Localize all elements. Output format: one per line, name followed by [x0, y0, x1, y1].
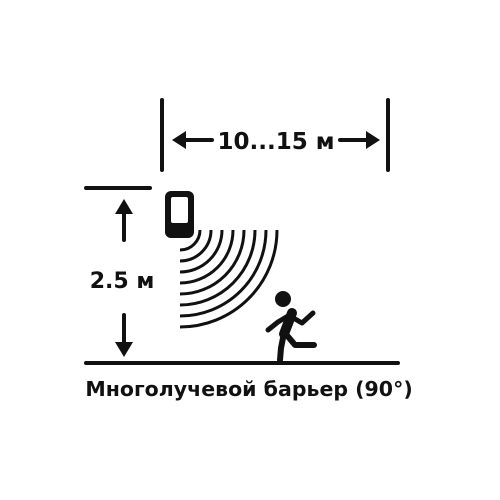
- height-arrowhead-down: [115, 342, 133, 357]
- beam-arcs-icon: [179, 229, 279, 329]
- beam-arc: [179, 229, 268, 318]
- height-indicator: [84, 186, 152, 346]
- height-arrowhead-up: [115, 199, 133, 214]
- beam-arc: [179, 229, 257, 307]
- beam-arc: [179, 229, 202, 252]
- diagram-caption: Многолучевой барьер (90°): [85, 377, 412, 401]
- range-arrowhead-left: [172, 131, 186, 149]
- beam-arc: [179, 229, 235, 285]
- height-label: 2.5 м: [90, 269, 155, 294]
- range-arrowhead-right: [366, 131, 380, 149]
- running-person-icon: [265, 291, 317, 363]
- range-label: 10...15 м: [217, 129, 334, 155]
- beam-arc: [179, 229, 213, 263]
- beam-arc: [179, 229, 224, 274]
- beam-arc: [179, 229, 279, 329]
- beam-arc: [179, 229, 246, 296]
- motion-sensor-icon: [165, 191, 194, 238]
